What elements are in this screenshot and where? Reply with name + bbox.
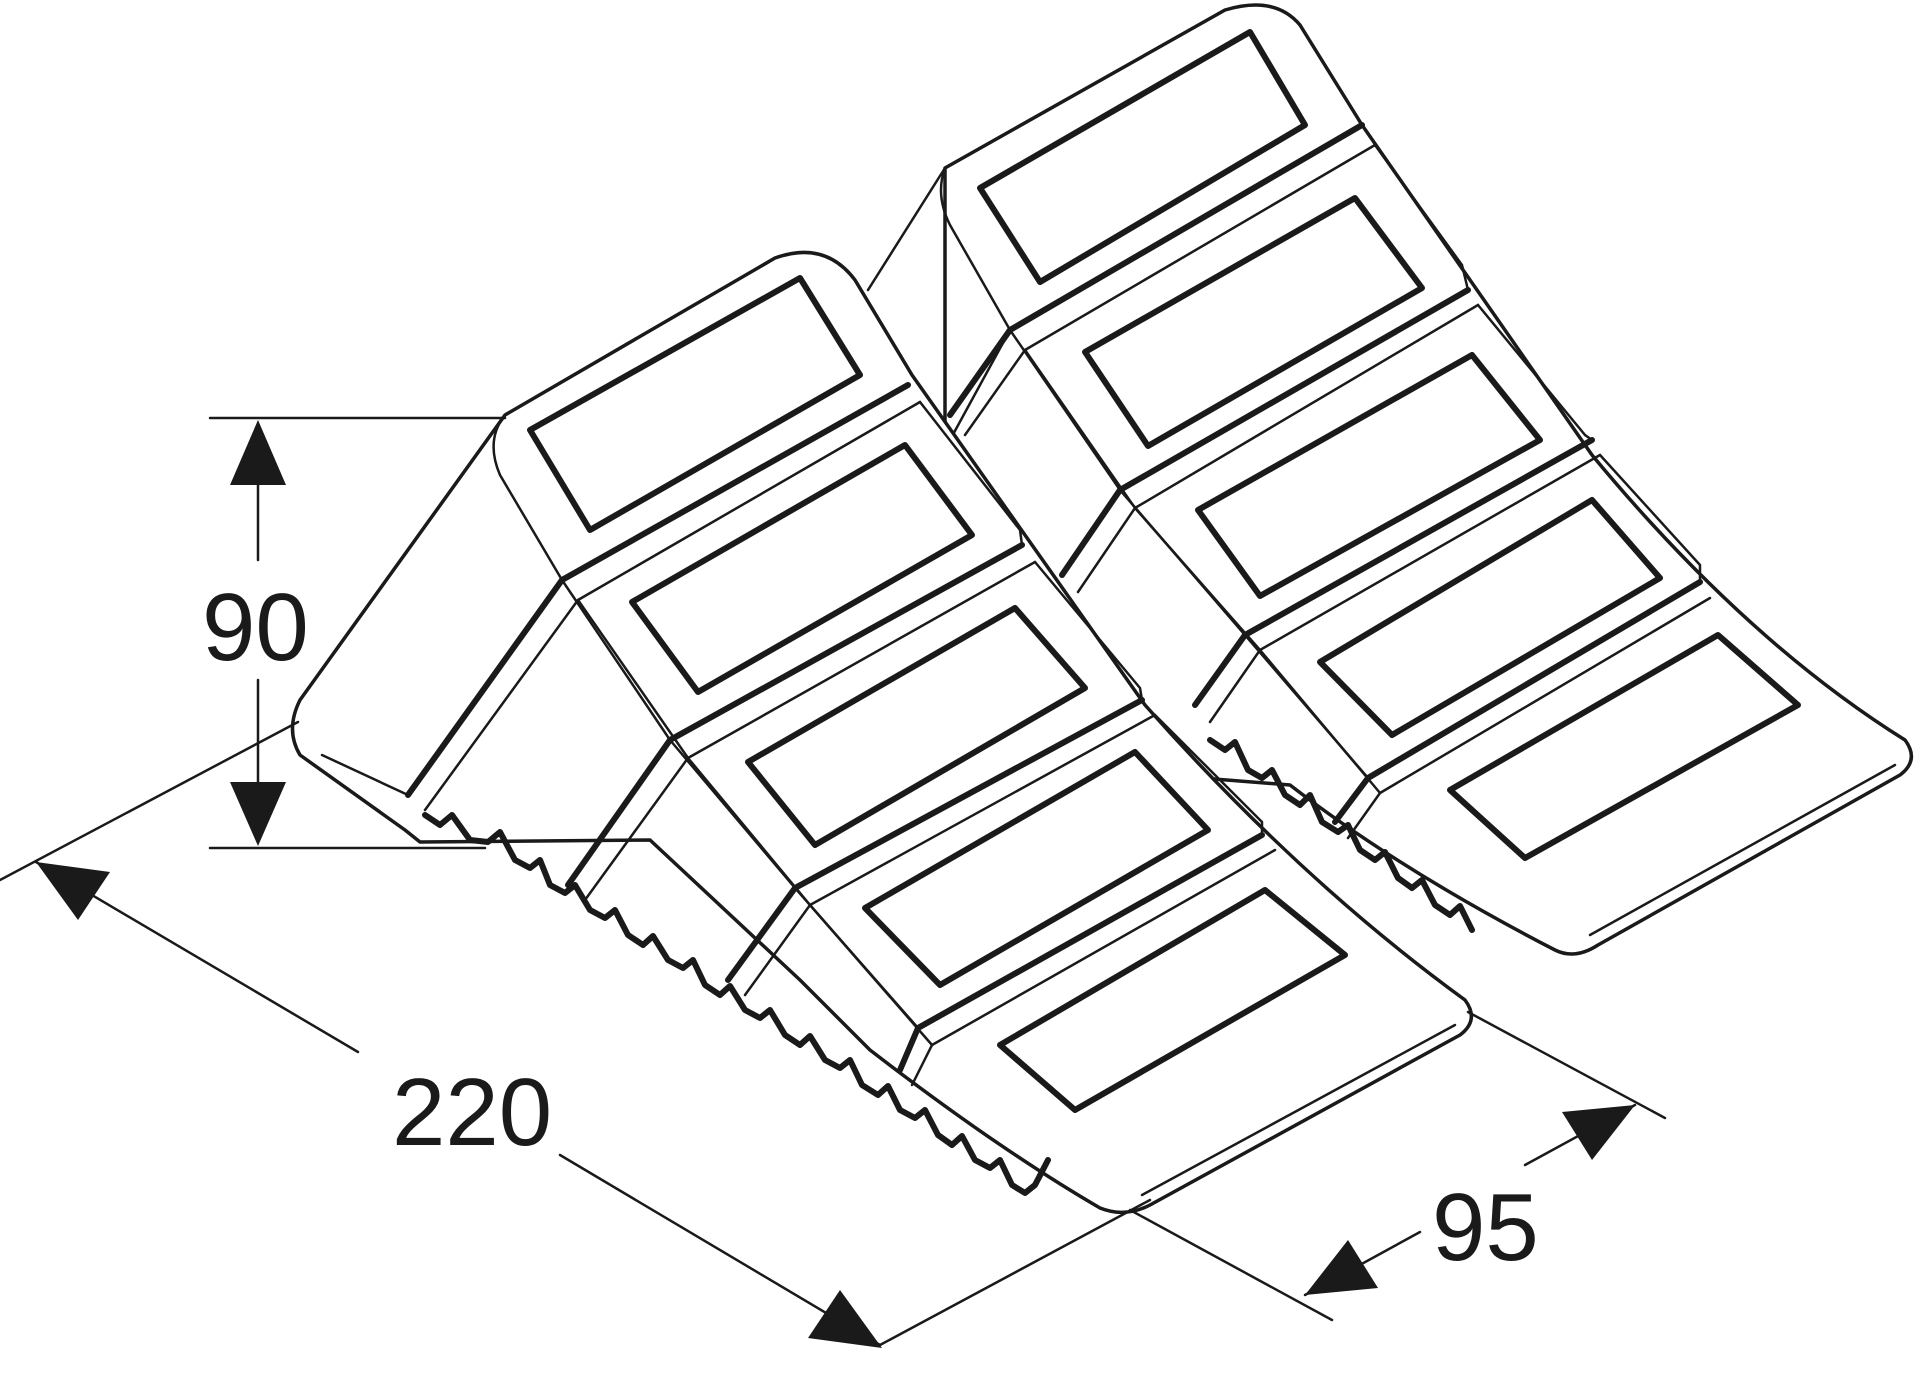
- width-label: 95: [1432, 1174, 1539, 1281]
- arrow-left-icon: [36, 862, 110, 920]
- rear-wheel-chock: [866, 3, 1914, 956]
- arrow-up-icon: [230, 420, 286, 485]
- height-label: 90: [202, 574, 309, 681]
- length-label: 220: [392, 1059, 552, 1166]
- height-dimension: 90: [202, 416, 507, 850]
- arrow-up-right-icon: [1562, 1105, 1635, 1160]
- arrow-down-left-icon: [1305, 1240, 1378, 1295]
- length-dimension: 220: [0, 720, 1152, 1348]
- arrow-down-icon: [230, 782, 286, 846]
- front-wheel-chock: [290, 250, 1474, 1215]
- width-dimension: 95: [1128, 1010, 1667, 1322]
- arrow-right-icon: [808, 1290, 882, 1348]
